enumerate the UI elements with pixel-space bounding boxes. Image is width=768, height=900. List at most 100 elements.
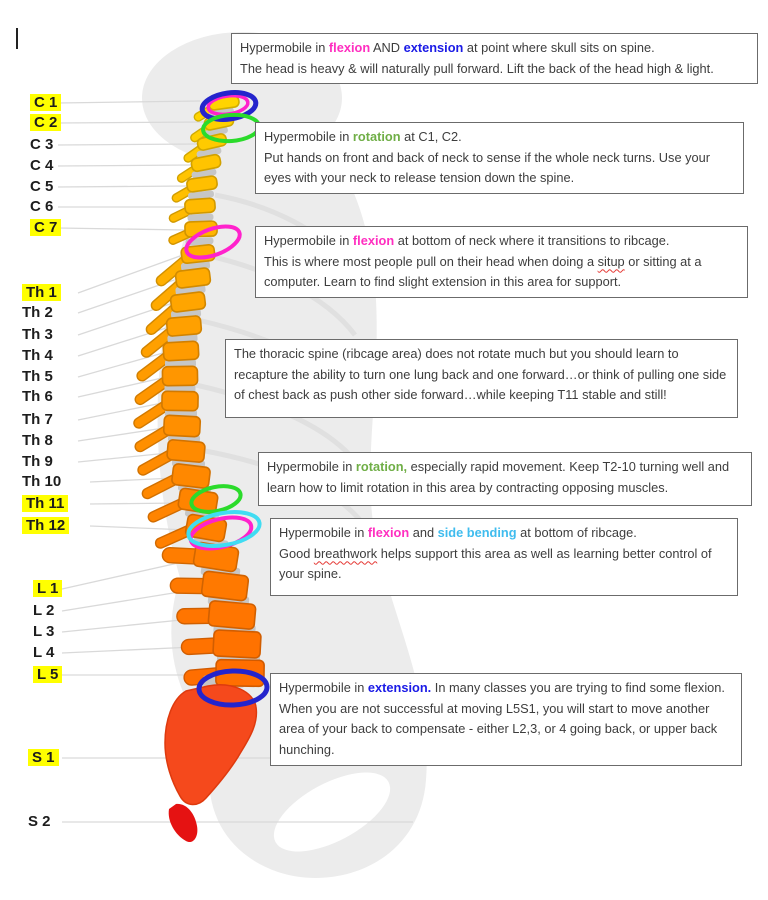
- vertebra-body: [162, 414, 202, 438]
- vertebra-body: [169, 291, 207, 313]
- vertebra-label-th3: Th 3: [22, 325, 53, 345]
- vertebra-label-text: L 1: [33, 580, 63, 597]
- vertebra-label-text: Th 8: [22, 432, 53, 449]
- vertebra-label-s1: S 1: [28, 748, 59, 768]
- leader-line: [77, 402, 163, 421]
- vertebra-label-text: Th 2: [22, 304, 53, 321]
- vertebra-label-text: C 5: [30, 178, 54, 195]
- vertebra-label-l3: L 3: [33, 622, 54, 642]
- vertebra-label-th5: Th 5: [22, 367, 53, 387]
- vertebra-label-c2: C 2: [30, 113, 62, 133]
- leader-line: [77, 255, 181, 294]
- vertebra-label-th9: Th 9: [22, 452, 53, 472]
- intervertebral-disc: [188, 190, 214, 200]
- note-box-th12-note: Hypermobile in flexion and side bending …: [270, 518, 738, 596]
- text-cursor-artifact: [16, 28, 18, 49]
- vertebra-label-text: S 2: [28, 813, 51, 830]
- c1-outer-circle: [199, 90, 259, 122]
- vertebra-body: [200, 570, 250, 602]
- vertebra-label-text: Th 1: [22, 284, 61, 301]
- note-text-segment: Put hands on front and back of neck to s…: [264, 149, 711, 186]
- vertebra-body: [166, 439, 206, 463]
- c7-circle: [184, 224, 242, 260]
- vertebra-label-text: C 6: [30, 198, 54, 215]
- note-box-skull-note: Hypermobile in flexion AND extension at …: [231, 33, 758, 85]
- leader-line: [77, 452, 169, 463]
- vertebra-label-text: Th 6: [22, 388, 53, 405]
- vertebra-label-c6: C 6: [30, 197, 53, 217]
- note-box-c7-note: Hypermobile in flexion at bottom of neck…: [255, 226, 748, 299]
- vertebra-label-text: C 7: [30, 219, 62, 236]
- coccyx-shape: [168, 803, 198, 843]
- note-text-segment: Hypermobile in: [264, 233, 353, 248]
- vertebra-body: [161, 365, 199, 387]
- leader-line: [77, 377, 163, 398]
- note-box-thoracic-note: The thoracic spine (ribcage area) does n…: [225, 339, 738, 418]
- vertebra-label-l5: L 5: [33, 665, 63, 685]
- note-text-segment: Hypermobile in: [267, 459, 356, 474]
- note-text-segment: helps support this area as well as learn…: [279, 545, 712, 582]
- leader-line: [57, 100, 201, 104]
- th12-circle-cyan: [186, 510, 262, 548]
- note-text-segment: AND: [370, 40, 404, 55]
- leader-line: [61, 558, 197, 590]
- vertebra-label-text: Th 4: [22, 347, 53, 364]
- vertebra-body: [171, 463, 211, 489]
- note-box-l5s1-note: Hypermobile in extension. In many classe…: [270, 673, 742, 766]
- note-text-segment: at bottom of neck where it transitions t…: [394, 233, 670, 248]
- leader-line: [57, 121, 207, 124]
- note-text-segment: flexion: [352, 233, 395, 248]
- vertebra-label-l2: L 2: [33, 601, 54, 621]
- leader-line: [57, 164, 192, 167]
- vertebra-label-c1: C 1: [30, 93, 62, 113]
- vertebra-body: [212, 629, 262, 659]
- note-text-segment: side bending: [437, 525, 517, 540]
- note-text-segment: The thoracic spine (ribcage area) does n…: [234, 346, 727, 403]
- intervertebral-disc: [203, 126, 228, 138]
- vertebra-body: [174, 267, 212, 289]
- note-text-segment: extension: [403, 40, 464, 55]
- note-text-segment: extension.: [367, 680, 432, 695]
- leader-line: [57, 185, 188, 188]
- vertebra-body: [190, 153, 222, 173]
- vertebra-label-th11: Th 11: [22, 494, 69, 514]
- note-text-segment: and: [409, 525, 438, 540]
- intervertebral-disc: [196, 147, 222, 158]
- vertebra-label-l4: L 4: [33, 643, 54, 663]
- vertebra-label-text: S 1: [28, 749, 59, 766]
- note-text-segment: flexion: [328, 40, 371, 55]
- note-text-segment: This is where most people pull on their …: [264, 253, 598, 269]
- pelvis-hole-silhouette: [273, 772, 391, 852]
- vertebra-label-th4: Th 4: [22, 346, 53, 366]
- vertebra-body: [184, 197, 216, 215]
- vertebra-label-th10: Th 10: [22, 472, 61, 492]
- vertebra-body: [161, 390, 199, 412]
- spine-illustration: [133, 95, 265, 688]
- vertebra-body: [162, 340, 200, 362]
- note-text-segment: The head is heavy & will naturally pull …: [240, 60, 714, 76]
- vertebra-body: [207, 600, 257, 630]
- intervertebral-disc: [191, 168, 217, 179]
- vertebra-label-th2: Th 2: [22, 303, 53, 323]
- note-text-segment: In many classes you are trying to find s…: [279, 680, 725, 758]
- vertebra-label-th12: Th 12: [22, 516, 70, 536]
- note-text-segment: at bottom of ribcage.: [516, 525, 637, 540]
- vertebra-label-text: Th 11: [22, 495, 69, 512]
- note-text-segment: rotation,: [355, 459, 408, 474]
- vertebra-label-text: Th 9: [22, 453, 53, 470]
- note-text-segment: Good: [279, 545, 314, 561]
- vertebra-label-c5: C 5: [30, 177, 53, 197]
- note-text-segment: rotation: [352, 129, 401, 144]
- note-text-segment: or sitting at a computer. Learn to find …: [264, 253, 702, 290]
- note-text-segment: especially rapid movement. Keep T2-10 tu…: [267, 459, 730, 495]
- leader-line: [57, 227, 187, 231]
- vertebra-label-th1: Th 1: [22, 283, 61, 303]
- vertebra-label-l1: L 1: [33, 579, 63, 599]
- note-text-segment: situp: [597, 253, 625, 269]
- vertebra-label-c4: C 4: [30, 156, 53, 176]
- sacrum-shape: [164, 684, 258, 806]
- vertebra-label-text: Th 7: [22, 411, 53, 428]
- note-text-segment: Hypermobile in: [279, 680, 368, 695]
- vertebra-label-text: C 2: [30, 114, 62, 131]
